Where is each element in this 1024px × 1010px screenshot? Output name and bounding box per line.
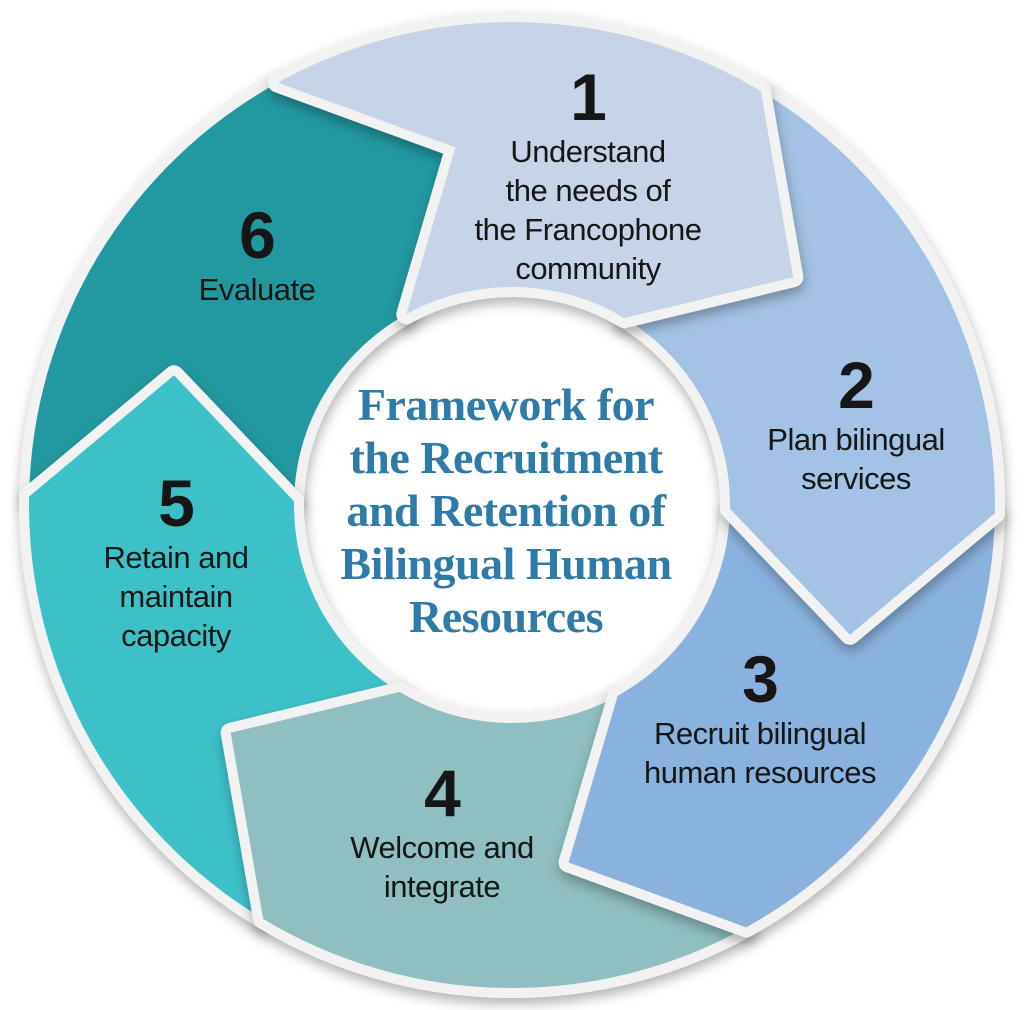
segment-1-number: 1 bbox=[570, 60, 607, 134]
segment-2-label: 2 Plan bilingual services bbox=[767, 348, 945, 496]
segment-1-label: 1 Understand the needs of the Francophon… bbox=[474, 60, 702, 286]
segment-3-number: 3 bbox=[742, 642, 779, 716]
segment-4-number: 4 bbox=[424, 756, 461, 830]
segment-1-shape bbox=[267, 12, 804, 329]
segment-4-shape bbox=[220, 681, 757, 998]
center-title: Framework for the Recruitment and Retent… bbox=[340, 379, 672, 642]
segment-5-number: 5 bbox=[158, 466, 195, 540]
segment-3-label: 3 Recruit bilingual human resources bbox=[643, 642, 877, 790]
segment-4-label: 4 Welcome and integrate bbox=[350, 756, 534, 904]
segment-6-number: 6 bbox=[239, 198, 276, 272]
segment-5-label: 5 Retain and maintain capacity bbox=[103, 466, 249, 653]
segment-2-shape bbox=[614, 81, 1005, 645]
segment-5-shape bbox=[19, 365, 410, 929]
segment-6-label: 6 Evaluate bbox=[198, 198, 316, 307]
segment-2-number: 2 bbox=[838, 348, 875, 422]
